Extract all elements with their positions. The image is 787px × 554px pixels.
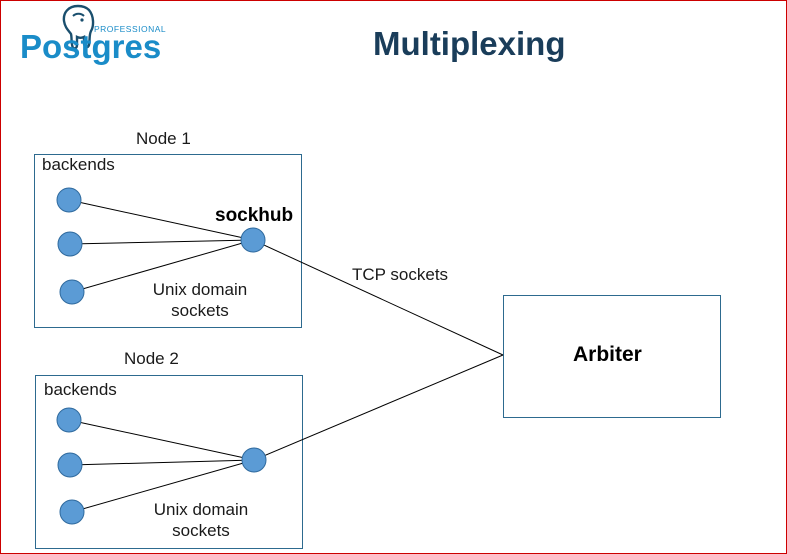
node1-connection-1 bbox=[68, 199, 254, 241]
node2-backend-3 bbox=[59, 499, 85, 525]
node1-box bbox=[34, 154, 302, 328]
logo-professional-text: PROFESSIONAL bbox=[94, 24, 167, 34]
node1-backend-2 bbox=[57, 231, 83, 257]
node1-backend-3 bbox=[59, 279, 85, 305]
node1-socket-label: Unix domain sockets bbox=[140, 279, 260, 321]
slide-title: Multiplexing bbox=[373, 25, 566, 62]
node1-socket-label-line1: Unix domain bbox=[152, 280, 248, 299]
node2-backend-1 bbox=[56, 407, 82, 433]
node2-connection-1 bbox=[68, 419, 255, 461]
tcp-connection-node2 bbox=[253, 354, 504, 461]
node1-socket-label-line2: sockets bbox=[171, 301, 229, 320]
postgres-pro-logo: PROFESSIONAL Postgres bbox=[20, 4, 180, 70]
tcp-sockets-label: TCP sockets bbox=[352, 265, 449, 284]
node2-connection-2 bbox=[69, 459, 255, 466]
node2-sockhub bbox=[241, 447, 267, 473]
node1-backend-1 bbox=[56, 187, 82, 213]
node1-title: Node 1 bbox=[136, 129, 191, 148]
node2-box bbox=[35, 375, 303, 549]
arbiter-label: Arbiter bbox=[573, 343, 642, 366]
node2-connection-3 bbox=[71, 459, 255, 513]
node1-backends-label: backends bbox=[42, 155, 115, 174]
node1-connection-2 bbox=[69, 239, 254, 245]
elephant-logo-icon bbox=[62, 4, 95, 50]
node2-backends-label: backends bbox=[44, 380, 117, 399]
node2-socket-label: Unix domain sockets bbox=[141, 499, 261, 541]
node1-connection-3 bbox=[71, 239, 254, 293]
node2-title: Node 2 bbox=[124, 349, 179, 368]
tcp-connection-node1 bbox=[252, 239, 504, 356]
logo-word: Postgres bbox=[20, 28, 162, 65]
node2-socket-label-line2: sockets bbox=[172, 521, 230, 540]
node1-sockhub bbox=[240, 227, 266, 253]
node2-socket-label-line1: Unix domain bbox=[153, 500, 249, 519]
arbiter-box bbox=[503, 295, 721, 418]
sockhub-label: sockhub bbox=[215, 205, 294, 226]
node2-backend-2 bbox=[57, 452, 83, 478]
